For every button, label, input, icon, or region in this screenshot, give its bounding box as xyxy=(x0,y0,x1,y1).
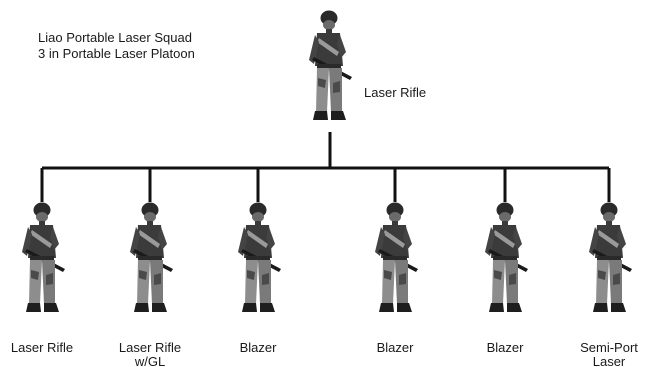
right-boot xyxy=(44,303,59,312)
left-leg xyxy=(492,260,505,304)
left-arm xyxy=(485,227,495,256)
member-label-line-1: Blazer xyxy=(376,340,414,355)
right-arm xyxy=(50,227,59,250)
left-leg xyxy=(382,260,395,304)
belt xyxy=(317,64,341,70)
right-arm xyxy=(158,227,167,250)
chart-title: Liao Portable Laser Squad 3 in Portable … xyxy=(38,30,195,62)
member-label-line-1: Blazer xyxy=(239,340,277,355)
left-boot xyxy=(313,111,328,120)
member-label-line-1: Semi-Port xyxy=(580,340,638,355)
member-label-line-1: Laser Rifle xyxy=(10,340,74,355)
right-boot xyxy=(507,303,522,312)
left-arm xyxy=(130,227,140,256)
right-boot xyxy=(611,303,626,312)
left-leg xyxy=(245,260,258,304)
member-label: Blazer xyxy=(450,341,560,355)
left-boot xyxy=(593,303,608,312)
right-boot xyxy=(152,303,167,312)
left-arm xyxy=(238,227,248,256)
left-boot xyxy=(489,303,504,312)
member-drop-lines xyxy=(40,168,611,202)
leader-label: Laser Rifle xyxy=(364,85,427,100)
member-label-line-1: Blazer xyxy=(486,340,524,355)
member-soldier-icon xyxy=(589,202,632,312)
right-arm xyxy=(513,227,522,250)
left-leg xyxy=(316,68,329,112)
face xyxy=(36,212,48,222)
member-label: Laser Rifle xyxy=(0,341,97,355)
left-boot xyxy=(134,303,149,312)
member-label-line-1: Laser Rifle xyxy=(118,340,182,355)
face xyxy=(389,212,401,222)
belt xyxy=(597,256,621,262)
left-boot xyxy=(379,303,394,312)
belt xyxy=(30,256,54,262)
member-soldier-icon xyxy=(375,202,418,312)
belt xyxy=(138,256,162,262)
left-boot xyxy=(242,303,257,312)
left-boot xyxy=(26,303,41,312)
right-arm xyxy=(266,227,275,250)
face xyxy=(323,20,335,30)
right-arm xyxy=(617,227,626,250)
right-boot xyxy=(331,111,346,120)
left-arm xyxy=(22,227,32,256)
leader-soldier-icon xyxy=(309,10,352,120)
title-line-1: Liao Portable Laser Squad xyxy=(38,30,192,45)
member-label: Blazer xyxy=(340,341,450,355)
face xyxy=(499,212,511,222)
face xyxy=(252,212,264,222)
face xyxy=(603,212,615,222)
left-arm xyxy=(309,35,319,64)
belt xyxy=(246,256,270,262)
member-soldier-icon xyxy=(130,202,173,312)
left-arm xyxy=(589,227,599,256)
title-line-2: 3 in Portable Laser Platoon xyxy=(38,46,195,61)
right-arm xyxy=(403,227,412,250)
left-leg xyxy=(596,260,609,304)
member-label: Blazer xyxy=(203,341,313,355)
right-boot xyxy=(397,303,412,312)
member-label-line-2: Laser xyxy=(592,354,626,367)
member-label-line-2: w/GL xyxy=(134,354,166,367)
belt xyxy=(383,256,407,262)
belt xyxy=(493,256,517,262)
left-arm xyxy=(375,227,385,256)
right-arm xyxy=(337,35,346,58)
left-leg xyxy=(137,260,150,304)
member-soldier-icon xyxy=(485,202,528,312)
left-leg xyxy=(29,260,42,304)
member-soldier-icon xyxy=(238,202,281,312)
member-soldier-icon xyxy=(22,202,65,312)
right-boot xyxy=(260,303,275,312)
face xyxy=(144,212,156,222)
